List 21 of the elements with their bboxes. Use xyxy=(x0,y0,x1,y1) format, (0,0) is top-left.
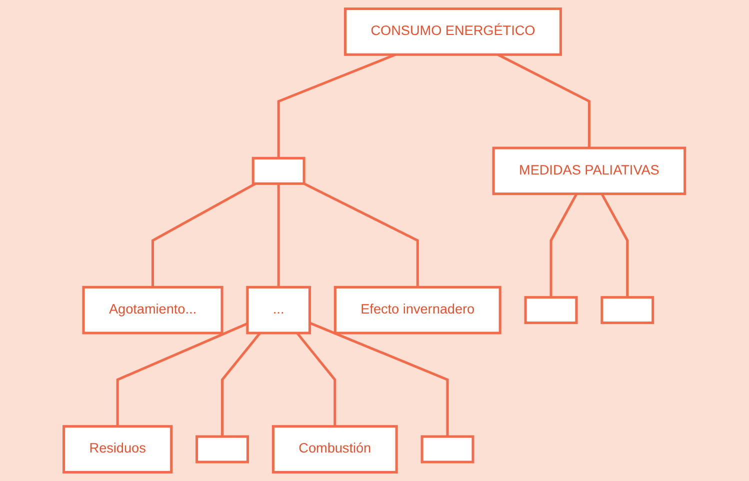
node-box xyxy=(196,435,250,464)
node-box: Combustión xyxy=(272,425,398,474)
node-box: CONSUMO ENERGÉTICO xyxy=(344,8,562,56)
node-box: MEDIDAS PALIATIVAS xyxy=(492,146,686,196)
node-box xyxy=(524,296,578,324)
connector xyxy=(116,322,248,426)
connector xyxy=(296,332,336,426)
connector xyxy=(309,322,449,437)
connector xyxy=(152,182,256,288)
connector xyxy=(550,193,578,298)
node-box xyxy=(600,296,654,324)
node-box: Efecto invernadero xyxy=(334,286,502,334)
node-box: ... xyxy=(246,286,312,334)
node-box: Agotamiento... xyxy=(82,286,224,334)
node-box xyxy=(420,435,474,464)
connector xyxy=(600,193,629,298)
connector xyxy=(304,182,420,288)
node-box xyxy=(252,156,306,185)
connector xyxy=(277,184,280,288)
connector xyxy=(221,332,262,437)
node-box: Residuos xyxy=(62,425,173,474)
